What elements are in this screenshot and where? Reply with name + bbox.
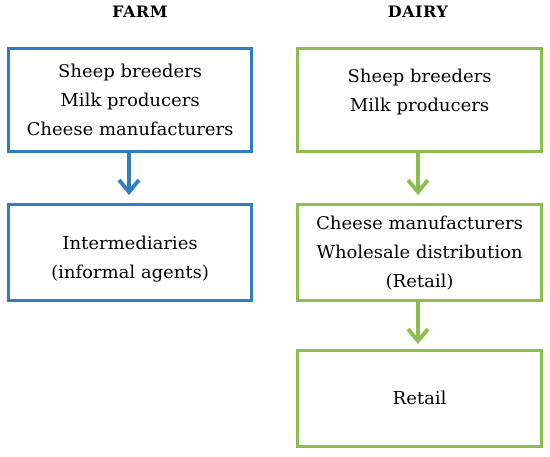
farm-box2-line2: (informal agents): [51, 261, 209, 283]
dairy-box2-line2: Wholesale distribution: [316, 242, 523, 263]
dairy-manufacturers-box: Cheese manufacturers Wholesale distribut…: [296, 203, 543, 302]
dairy-box3-line1: Retail: [392, 388, 447, 409]
farm-producers-box: Sheep breeders Milk producers Cheese man…: [7, 47, 253, 153]
farm-arrow: [117, 152, 141, 196]
farm-intermediaries-box: Intermediaries (informal agents): [7, 203, 253, 302]
farm-box1-line2: Milk producers: [60, 89, 200, 111]
dairy-arrow-2: [406, 301, 430, 345]
farm-box2-line1: Intermediaries: [62, 232, 198, 254]
dairy-arrow-1: [406, 152, 430, 196]
farm-box1-line3: Cheese manufacturers: [26, 118, 234, 140]
dairy-box1-line1: Sheep breeders: [347, 66, 492, 87]
dairy-retail-box: Retail: [296, 349, 543, 448]
farm-box1-line1: Sheep breeders: [58, 60, 202, 82]
dairy-box2-line1: Cheese manufacturers: [316, 213, 523, 234]
dairy-producers-box: Sheep breeders Milk producers: [296, 47, 543, 153]
dairy-title: DAIRY: [387, 2, 449, 21]
dairy-box2-line3: (Retail): [385, 271, 454, 292]
dairy-box1-line2: Milk producers: [349, 95, 490, 116]
farm-title: FARM: [112, 2, 168, 21]
